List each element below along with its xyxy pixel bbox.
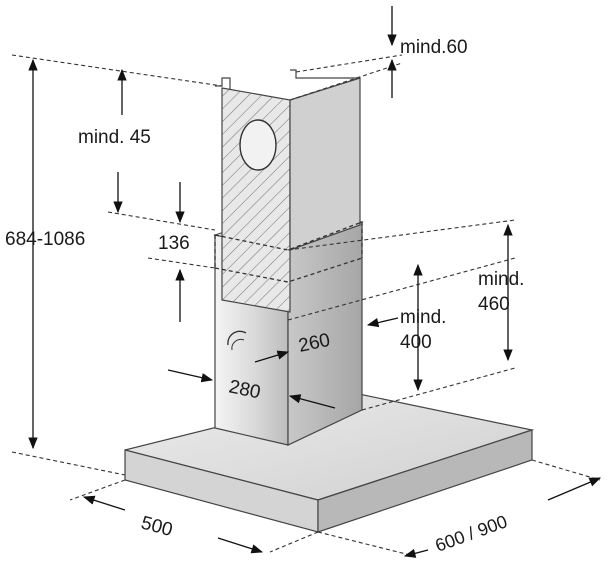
vent-opening bbox=[227, 330, 247, 346]
upper-chimney-side bbox=[289, 77, 361, 251]
label-overlap: 136 bbox=[158, 233, 190, 254]
arrow-depth-left bbox=[403, 548, 429, 558]
vent-opening-2 bbox=[231, 338, 245, 351]
label-clearance-top: mind.60 bbox=[400, 37, 468, 58]
label-canopy-depth: 600 / 900 bbox=[433, 511, 510, 555]
label-clearance-side-value: 400 bbox=[400, 332, 432, 353]
label-clearance-side-line1: mind. bbox=[400, 307, 446, 328]
label-clearance-wall-value: 460 bbox=[478, 294, 510, 315]
label-clearance-wall-line1: mind. bbox=[478, 269, 524, 290]
upper-chimney-bracket-left bbox=[215, 77, 231, 90]
overlap-band bbox=[214, 221, 363, 283]
upper-chimney bbox=[215, 69, 361, 351]
canopy bbox=[124, 392, 535, 533]
dimension-arrows bbox=[28, 6, 602, 558]
arrow-500-right bbox=[217, 537, 264, 554]
arrow-side-pointer bbox=[366, 317, 399, 328]
label-clearance-ceiling: mind. 45 bbox=[78, 127, 151, 148]
arrow-500-left bbox=[82, 495, 126, 511]
duct-opening bbox=[239, 119, 277, 171]
arrow-260 bbox=[254, 350, 290, 363]
label-height-range: 684-1086 bbox=[5, 229, 85, 250]
label-canopy-width: 500 bbox=[139, 513, 175, 541]
upper-chimney-bracket-right bbox=[290, 69, 360, 79]
arrow-280-right bbox=[288, 394, 336, 409]
reference-lines bbox=[11, 54, 601, 556]
arrow-280-left bbox=[167, 369, 214, 383]
arrow-depth-right bbox=[547, 477, 602, 501]
